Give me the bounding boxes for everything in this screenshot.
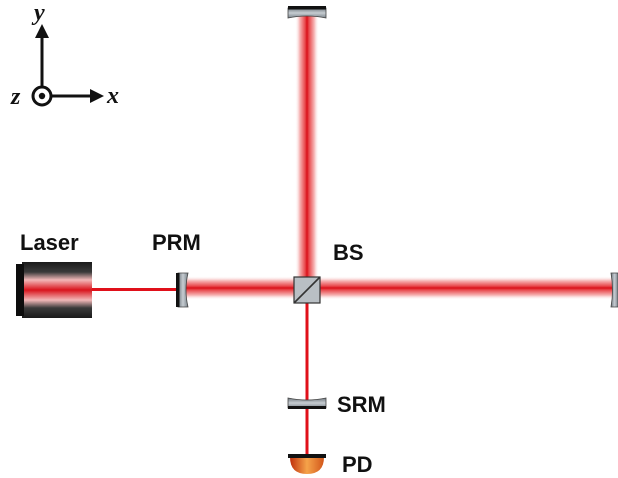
laser-beams: [92, 15, 614, 455]
power-recycling-mirror: PRM: [152, 230, 201, 308]
laser-back-plate: [16, 264, 24, 316]
bs-label: BS: [333, 240, 364, 265]
x-end-mirror-body: [610, 272, 618, 308]
input-beam: [92, 288, 178, 291]
x-end-mirror: [610, 272, 618, 308]
y-axis-label: y: [31, 0, 45, 26]
srm-coating: [288, 406, 326, 409]
z-axis-label: z: [10, 84, 21, 110]
prm-label: PRM: [152, 230, 201, 255]
prm-coating: [176, 273, 180, 307]
output-beam: [305, 303, 309, 455]
laser-label: Laser: [20, 230, 79, 255]
pd-label: PD: [342, 452, 373, 477]
prm-mirror-body: [177, 272, 189, 308]
pd-body: [290, 457, 324, 474]
x-arm-beam: [186, 276, 614, 300]
x-axis-label: x: [106, 83, 119, 109]
x-axis-arrowhead: [90, 89, 104, 103]
laser-source: Laser: [16, 230, 92, 318]
pd-window: [288, 454, 326, 458]
y-end-mirror: [287, 6, 327, 19]
srm-label: SRM: [337, 392, 386, 417]
y-axis-arrowhead: [35, 24, 49, 38]
beam-splitter: BS: [293, 240, 364, 304]
bs-diagonal: [293, 276, 321, 304]
y-arm-beam: [295, 15, 319, 290]
laser-body: [22, 262, 92, 318]
photodetector: PD: [288, 452, 373, 477]
y-end-mirror-coating: [288, 6, 326, 10]
y-end-mirror-body: [287, 7, 327, 19]
signal-recycling-mirror: SRM: [287, 392, 386, 417]
coordinate-axes: y x z: [10, 0, 119, 110]
z-axis-dot: [38, 92, 46, 100]
